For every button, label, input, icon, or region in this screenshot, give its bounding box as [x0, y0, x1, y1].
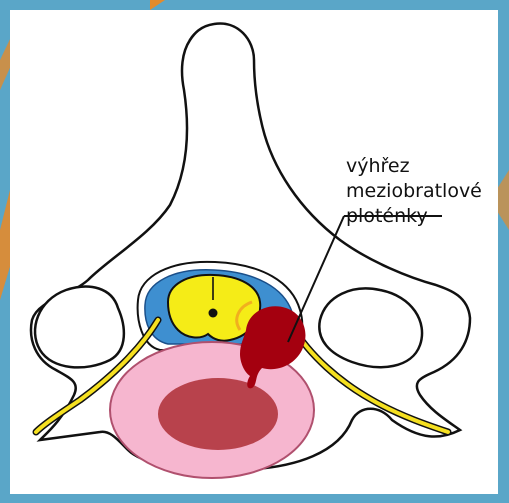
label-line-1: výhřez [346, 154, 482, 179]
left-transverse-process [35, 287, 124, 368]
disc-nucleus [158, 378, 278, 450]
herniation-label: výhřez meziobratlové ploténky [346, 154, 482, 229]
label-line-3: ploténky [346, 204, 482, 229]
central-canal [209, 309, 218, 318]
label-line-2: meziobratlové [346, 179, 482, 204]
